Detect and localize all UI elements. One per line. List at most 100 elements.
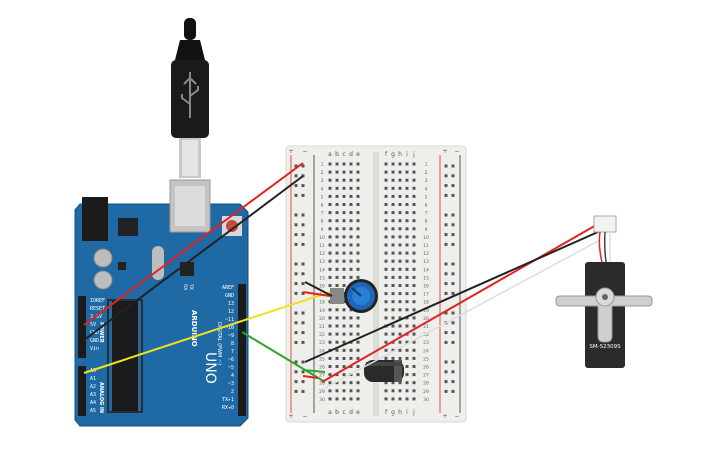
bb-hole[interactable] <box>335 162 339 166</box>
bb-hole[interactable] <box>356 162 360 166</box>
bb-hole[interactable] <box>398 397 402 401</box>
bb-rail-hole[interactable] <box>294 311 298 315</box>
bb-hole[interactable] <box>349 178 353 182</box>
bb-rail-hole[interactable] <box>444 174 448 178</box>
bb-hole[interactable] <box>384 284 388 287</box>
bb-hole[interactable] <box>405 194 409 198</box>
bb-hole[interactable] <box>412 284 416 287</box>
bb-hole[interactable] <box>384 194 388 198</box>
bb-hole[interactable] <box>391 381 395 385</box>
bb-hole[interactable] <box>405 219 409 223</box>
bb-hole[interactable] <box>335 348 339 352</box>
bb-hole[interactable] <box>356 332 360 336</box>
bb-rail-hole[interactable] <box>444 272 448 276</box>
bb-rail-hole[interactable] <box>444 360 448 364</box>
bb-hole[interactable] <box>398 389 402 393</box>
bb-hole[interactable] <box>405 203 409 206</box>
bb-hole[interactable] <box>342 203 346 206</box>
bb-hole[interactable] <box>342 211 346 215</box>
bb-hole[interactable] <box>335 259 339 263</box>
bb-hole[interactable] <box>405 178 409 182</box>
bb-hole[interactable] <box>391 267 395 271</box>
bb-rail-hole[interactable] <box>444 213 448 217</box>
bb-hole[interactable] <box>328 178 332 182</box>
bb-hole[interactable] <box>384 348 388 352</box>
bb-hole[interactable] <box>342 243 346 247</box>
bb-hole[interactable] <box>391 292 395 296</box>
bb-hole[interactable] <box>356 170 360 174</box>
bb-hole[interactable] <box>384 340 388 344</box>
bb-hole[interactable] <box>391 348 395 352</box>
bb-hole[interactable] <box>384 397 388 401</box>
bb-rail-hole[interactable] <box>294 233 298 237</box>
bb-hole[interactable] <box>398 235 402 239</box>
bb-hole[interactable] <box>405 316 409 320</box>
bb-hole[interactable] <box>384 211 388 215</box>
bb-hole[interactable] <box>405 324 409 328</box>
bb-hole[interactable] <box>412 170 416 174</box>
bb-hole[interactable] <box>405 170 409 174</box>
bb-hole[interactable] <box>405 211 409 215</box>
bb-hole[interactable] <box>328 356 332 360</box>
bb-hole[interactable] <box>349 162 353 166</box>
bb-hole[interactable] <box>342 178 346 182</box>
bb-hole[interactable] <box>384 259 388 263</box>
bb-rail-hole[interactable] <box>451 262 455 266</box>
bb-hole[interactable] <box>335 170 339 174</box>
bb-hole[interactable] <box>398 170 402 174</box>
bb-hole[interactable] <box>412 348 416 352</box>
bb-hole[interactable] <box>335 381 339 385</box>
bb-hole[interactable] <box>349 316 353 320</box>
bb-hole[interactable] <box>384 203 388 206</box>
bb-hole[interactable] <box>398 227 402 231</box>
bb-hole[interactable] <box>398 356 402 360</box>
bb-hole[interactable] <box>335 194 339 198</box>
bb-hole[interactable] <box>356 203 360 206</box>
bb-rail-hole[interactable] <box>444 262 448 266</box>
bb-hole[interactable] <box>398 211 402 215</box>
bb-hole[interactable] <box>328 203 332 206</box>
bb-rail-hole[interactable] <box>301 184 305 188</box>
bb-hole[interactable] <box>356 243 360 247</box>
bb-rail-hole[interactable] <box>451 213 455 217</box>
bb-hole[interactable] <box>342 332 346 336</box>
bb-hole[interactable] <box>412 219 416 223</box>
bb-rail-hole[interactable] <box>451 164 455 168</box>
bb-hole[interactable] <box>328 251 332 255</box>
bb-hole[interactable] <box>405 267 409 271</box>
bb-hole[interactable] <box>342 373 346 377</box>
bb-rail-hole[interactable] <box>451 321 455 325</box>
bb-hole[interactable] <box>405 275 409 279</box>
bb-rail-hole[interactable] <box>301 164 305 168</box>
bb-hole[interactable] <box>405 227 409 231</box>
bb-hole[interactable] <box>398 284 402 287</box>
bb-hole[interactable] <box>356 365 360 368</box>
bb-hole[interactable] <box>342 397 346 401</box>
bb-hole[interactable] <box>405 300 409 304</box>
bb-rail-hole[interactable] <box>451 174 455 178</box>
bb-hole[interactable] <box>335 365 339 368</box>
bb-hole[interactable] <box>391 324 395 328</box>
bb-hole[interactable] <box>412 356 416 360</box>
bb-hole[interactable] <box>398 324 402 328</box>
bb-hole[interactable] <box>335 267 339 271</box>
bb-hole[interactable] <box>412 203 416 206</box>
bb-hole[interactable] <box>335 251 339 255</box>
bb-hole[interactable] <box>412 194 416 198</box>
bb-hole[interactable] <box>335 316 339 320</box>
bb-hole[interactable] <box>328 397 332 401</box>
bb-rail-hole[interactable] <box>451 311 455 315</box>
bb-hole[interactable] <box>384 162 388 166</box>
bb-hole[interactable] <box>405 186 409 190</box>
bb-hole[interactable] <box>384 300 388 304</box>
bb-hole[interactable] <box>349 397 353 401</box>
bb-hole[interactable] <box>356 340 360 344</box>
bb-hole[interactable] <box>349 332 353 336</box>
bb-hole[interactable] <box>328 332 332 336</box>
bb-hole[interactable] <box>342 340 346 344</box>
bb-hole[interactable] <box>335 186 339 190</box>
bb-rail-hole[interactable] <box>301 321 305 325</box>
bb-hole[interactable] <box>391 194 395 198</box>
bb-hole[interactable] <box>412 243 416 247</box>
